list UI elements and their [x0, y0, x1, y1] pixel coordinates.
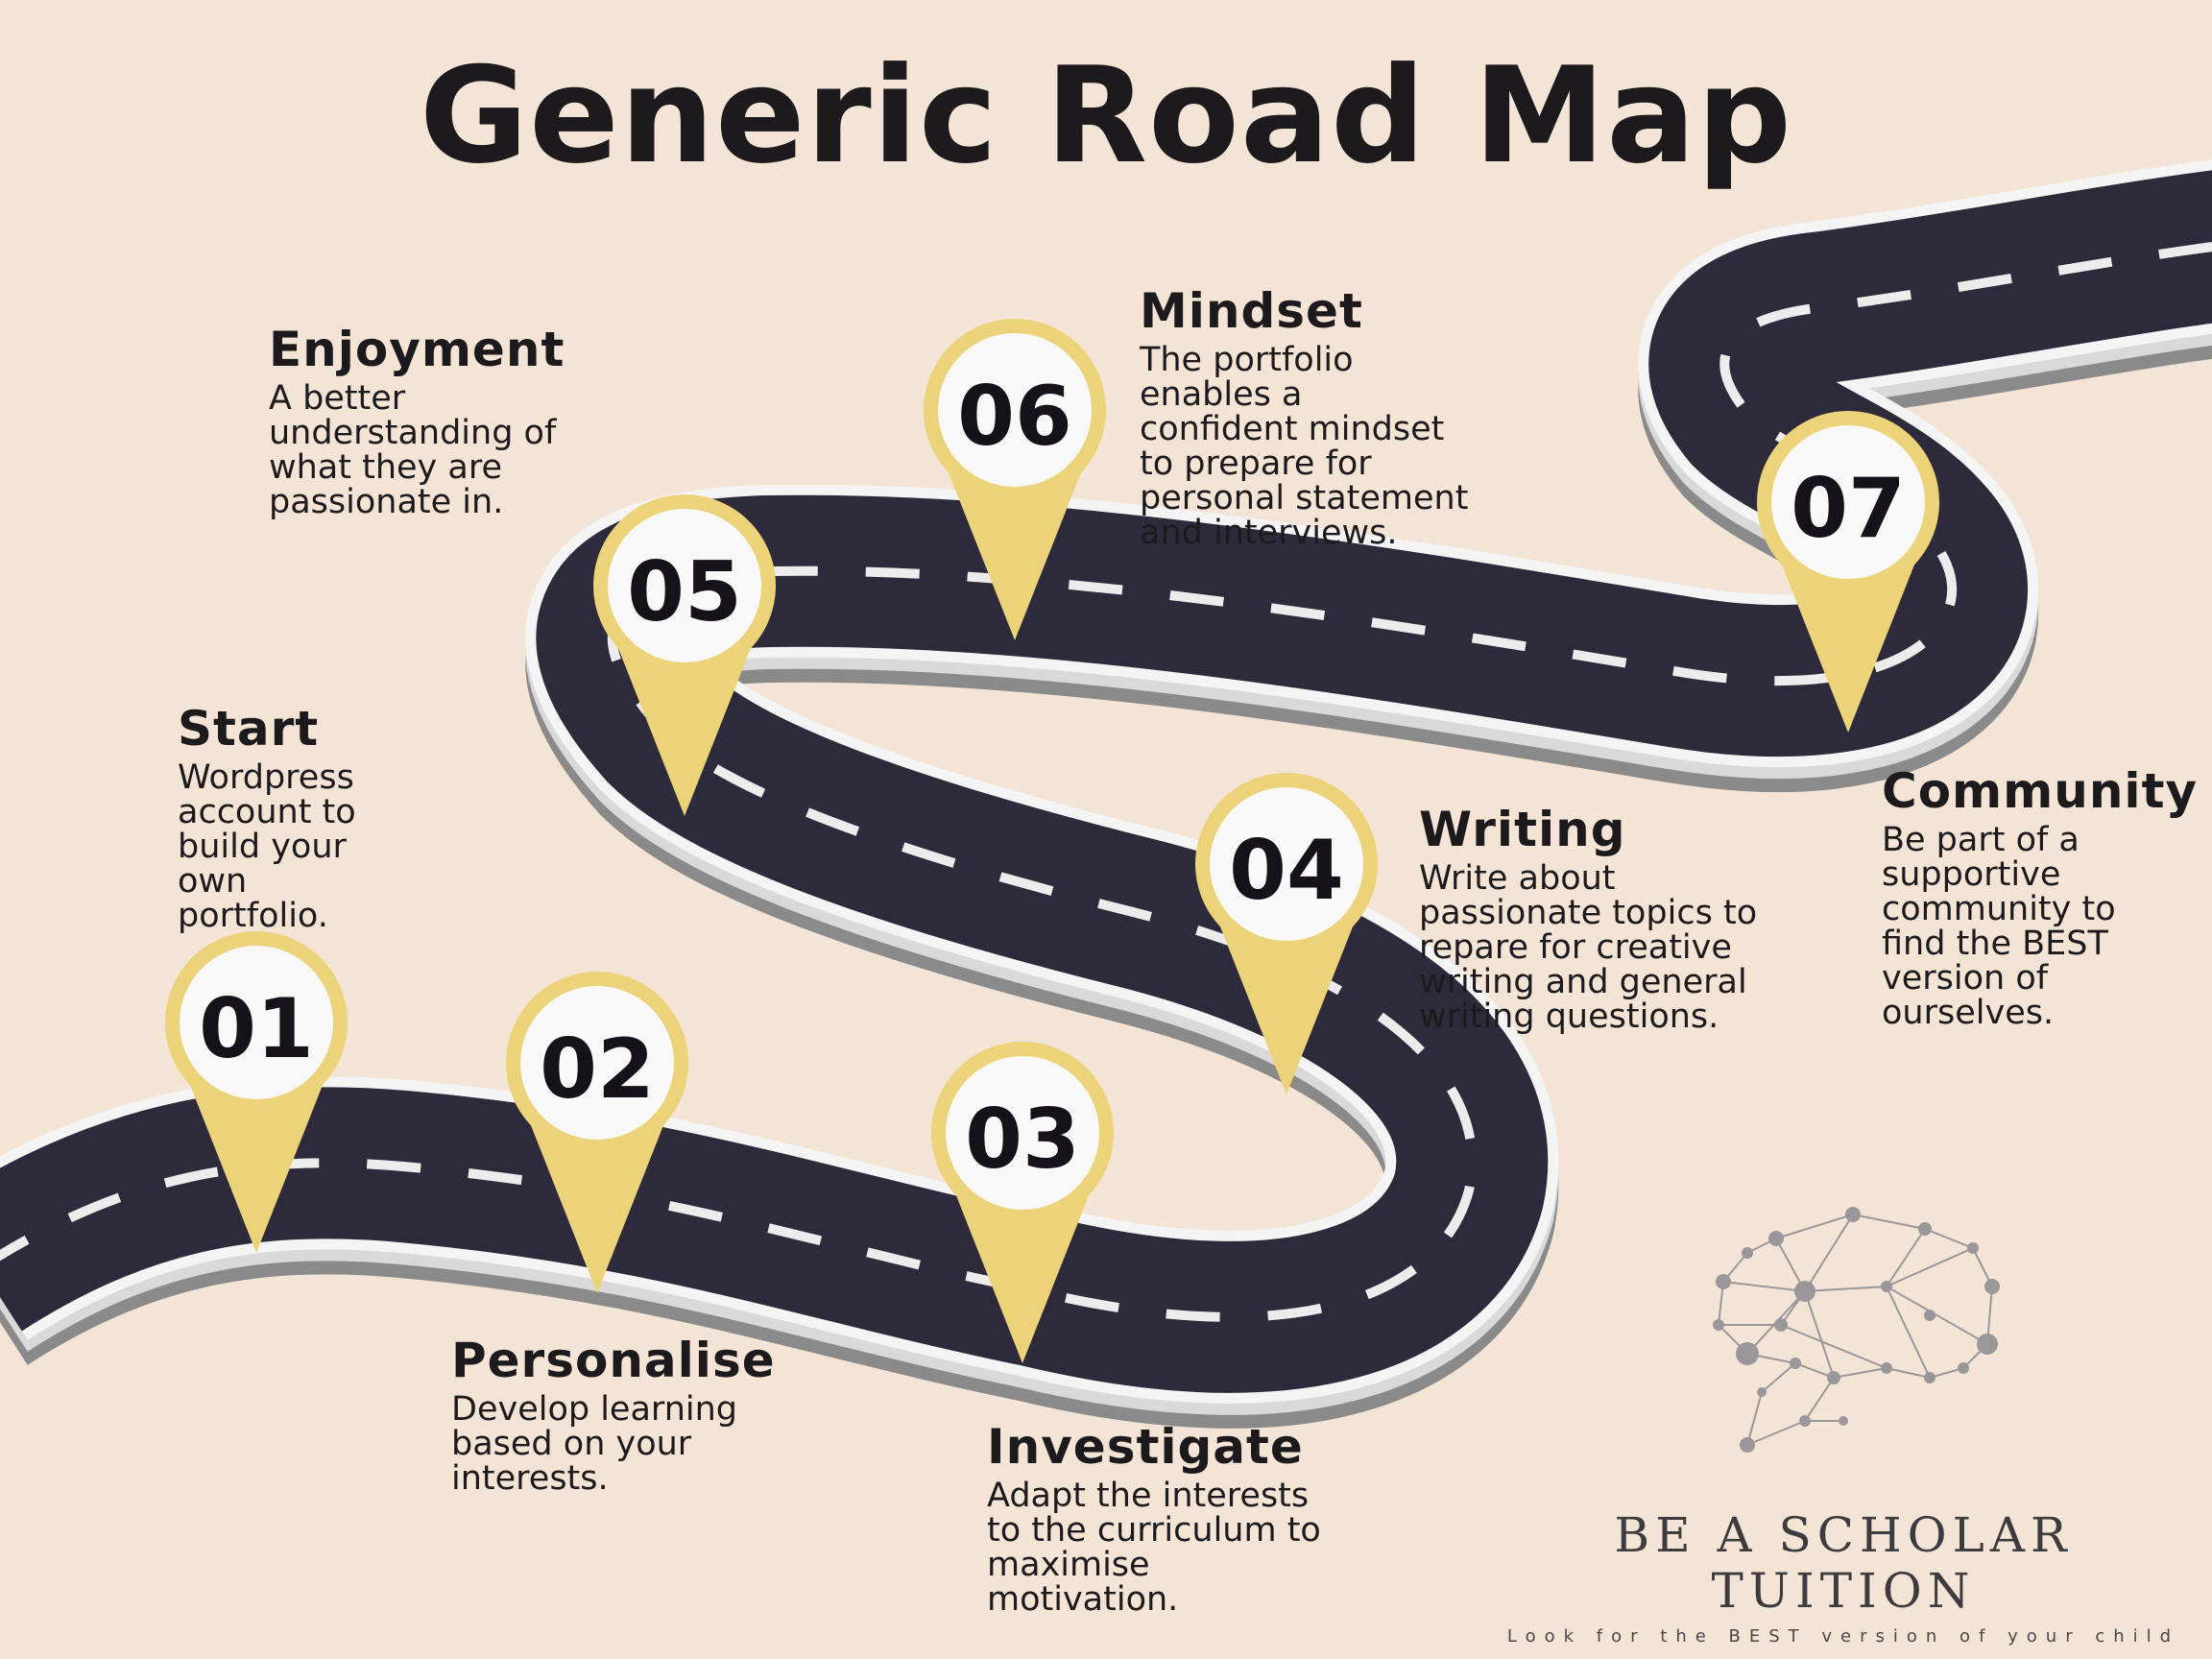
step-number: 05 — [627, 544, 742, 640]
step-number: 06 — [957, 369, 1072, 465]
step-06-text: Mindset The portfolio enables a confiden… — [1140, 283, 1543, 550]
step-05-text: Enjoyment A better understanding of what… — [269, 322, 614, 519]
brain-network-icon — [1713, 1207, 2000, 1453]
step-description: The portfolio enables a confident mindse… — [1140, 341, 1469, 552]
brand-name: BE A SCHOLAR TUITION — [1614, 1507, 2073, 1619]
map-pin-icon — [1757, 411, 1939, 733]
step-heading: Community — [1882, 763, 2199, 819]
step-pin-07: 07 — [1757, 411, 1939, 737]
step-description: Adapt the interests to the curriculum to… — [987, 1477, 1321, 1619]
brand-tagline: Look for the BEST version of your child — [1506, 1626, 2180, 1647]
step-heading: Investigate — [987, 1419, 1304, 1475]
step-04-text: Writing Write about passionate topics to… — [1419, 802, 1822, 1034]
step-number: 01 — [199, 981, 314, 1077]
step-description: A better understanding of what they are … — [269, 379, 557, 521]
step-description: Develop learning based on your interests… — [451, 1390, 737, 1498]
step-01-text: Start Wordpress account to build your ow… — [178, 701, 485, 933]
step-description: Wordpress account to build your own port… — [178, 758, 356, 935]
brand-block: BE A SCHOLAR TUITION Look for the BEST v… — [1498, 1507, 2189, 1647]
step-pin-06: 06 — [924, 319, 1106, 645]
step-description: Write about passionate topics to repare … — [1419, 859, 1758, 1036]
step-number: 07 — [1791, 461, 1906, 557]
map-pin-icon — [165, 931, 348, 1253]
step-heading: Start — [178, 701, 320, 757]
step-pin-03: 03 — [931, 1042, 1114, 1368]
map-pin-icon — [593, 494, 776, 816]
map-pin-icon — [506, 972, 688, 1293]
step-07-text: Community Be part of a supportive commun… — [1882, 763, 2199, 1030]
step-description: Be part of a supportive community to fin… — [1882, 821, 2116, 1032]
step-number: 03 — [965, 1092, 1080, 1188]
map-pin-icon — [924, 319, 1106, 640]
map-pin-icon — [1195, 773, 1378, 1094]
step-heading: Enjoyment — [269, 322, 565, 377]
step-number: 02 — [540, 1022, 655, 1118]
step-03-text: Investigate Adapt the interests to the c… — [987, 1419, 1409, 1617]
step-pin-02: 02 — [506, 972, 688, 1298]
step-heading: Writing — [1419, 802, 1626, 857]
step-pin-05: 05 — [593, 494, 776, 821]
step-heading: Personalise — [451, 1333, 776, 1388]
step-heading: Mindset — [1140, 283, 1363, 339]
page-title: Generic Road Map — [419, 38, 1793, 193]
step-pin-01: 01 — [165, 931, 348, 1258]
step-02-text: Personalise Develop learning based on yo… — [451, 1333, 854, 1496]
step-pin-04: 04 — [1195, 773, 1378, 1099]
map-pin-icon — [931, 1042, 1114, 1363]
step-number: 04 — [1229, 823, 1344, 919]
